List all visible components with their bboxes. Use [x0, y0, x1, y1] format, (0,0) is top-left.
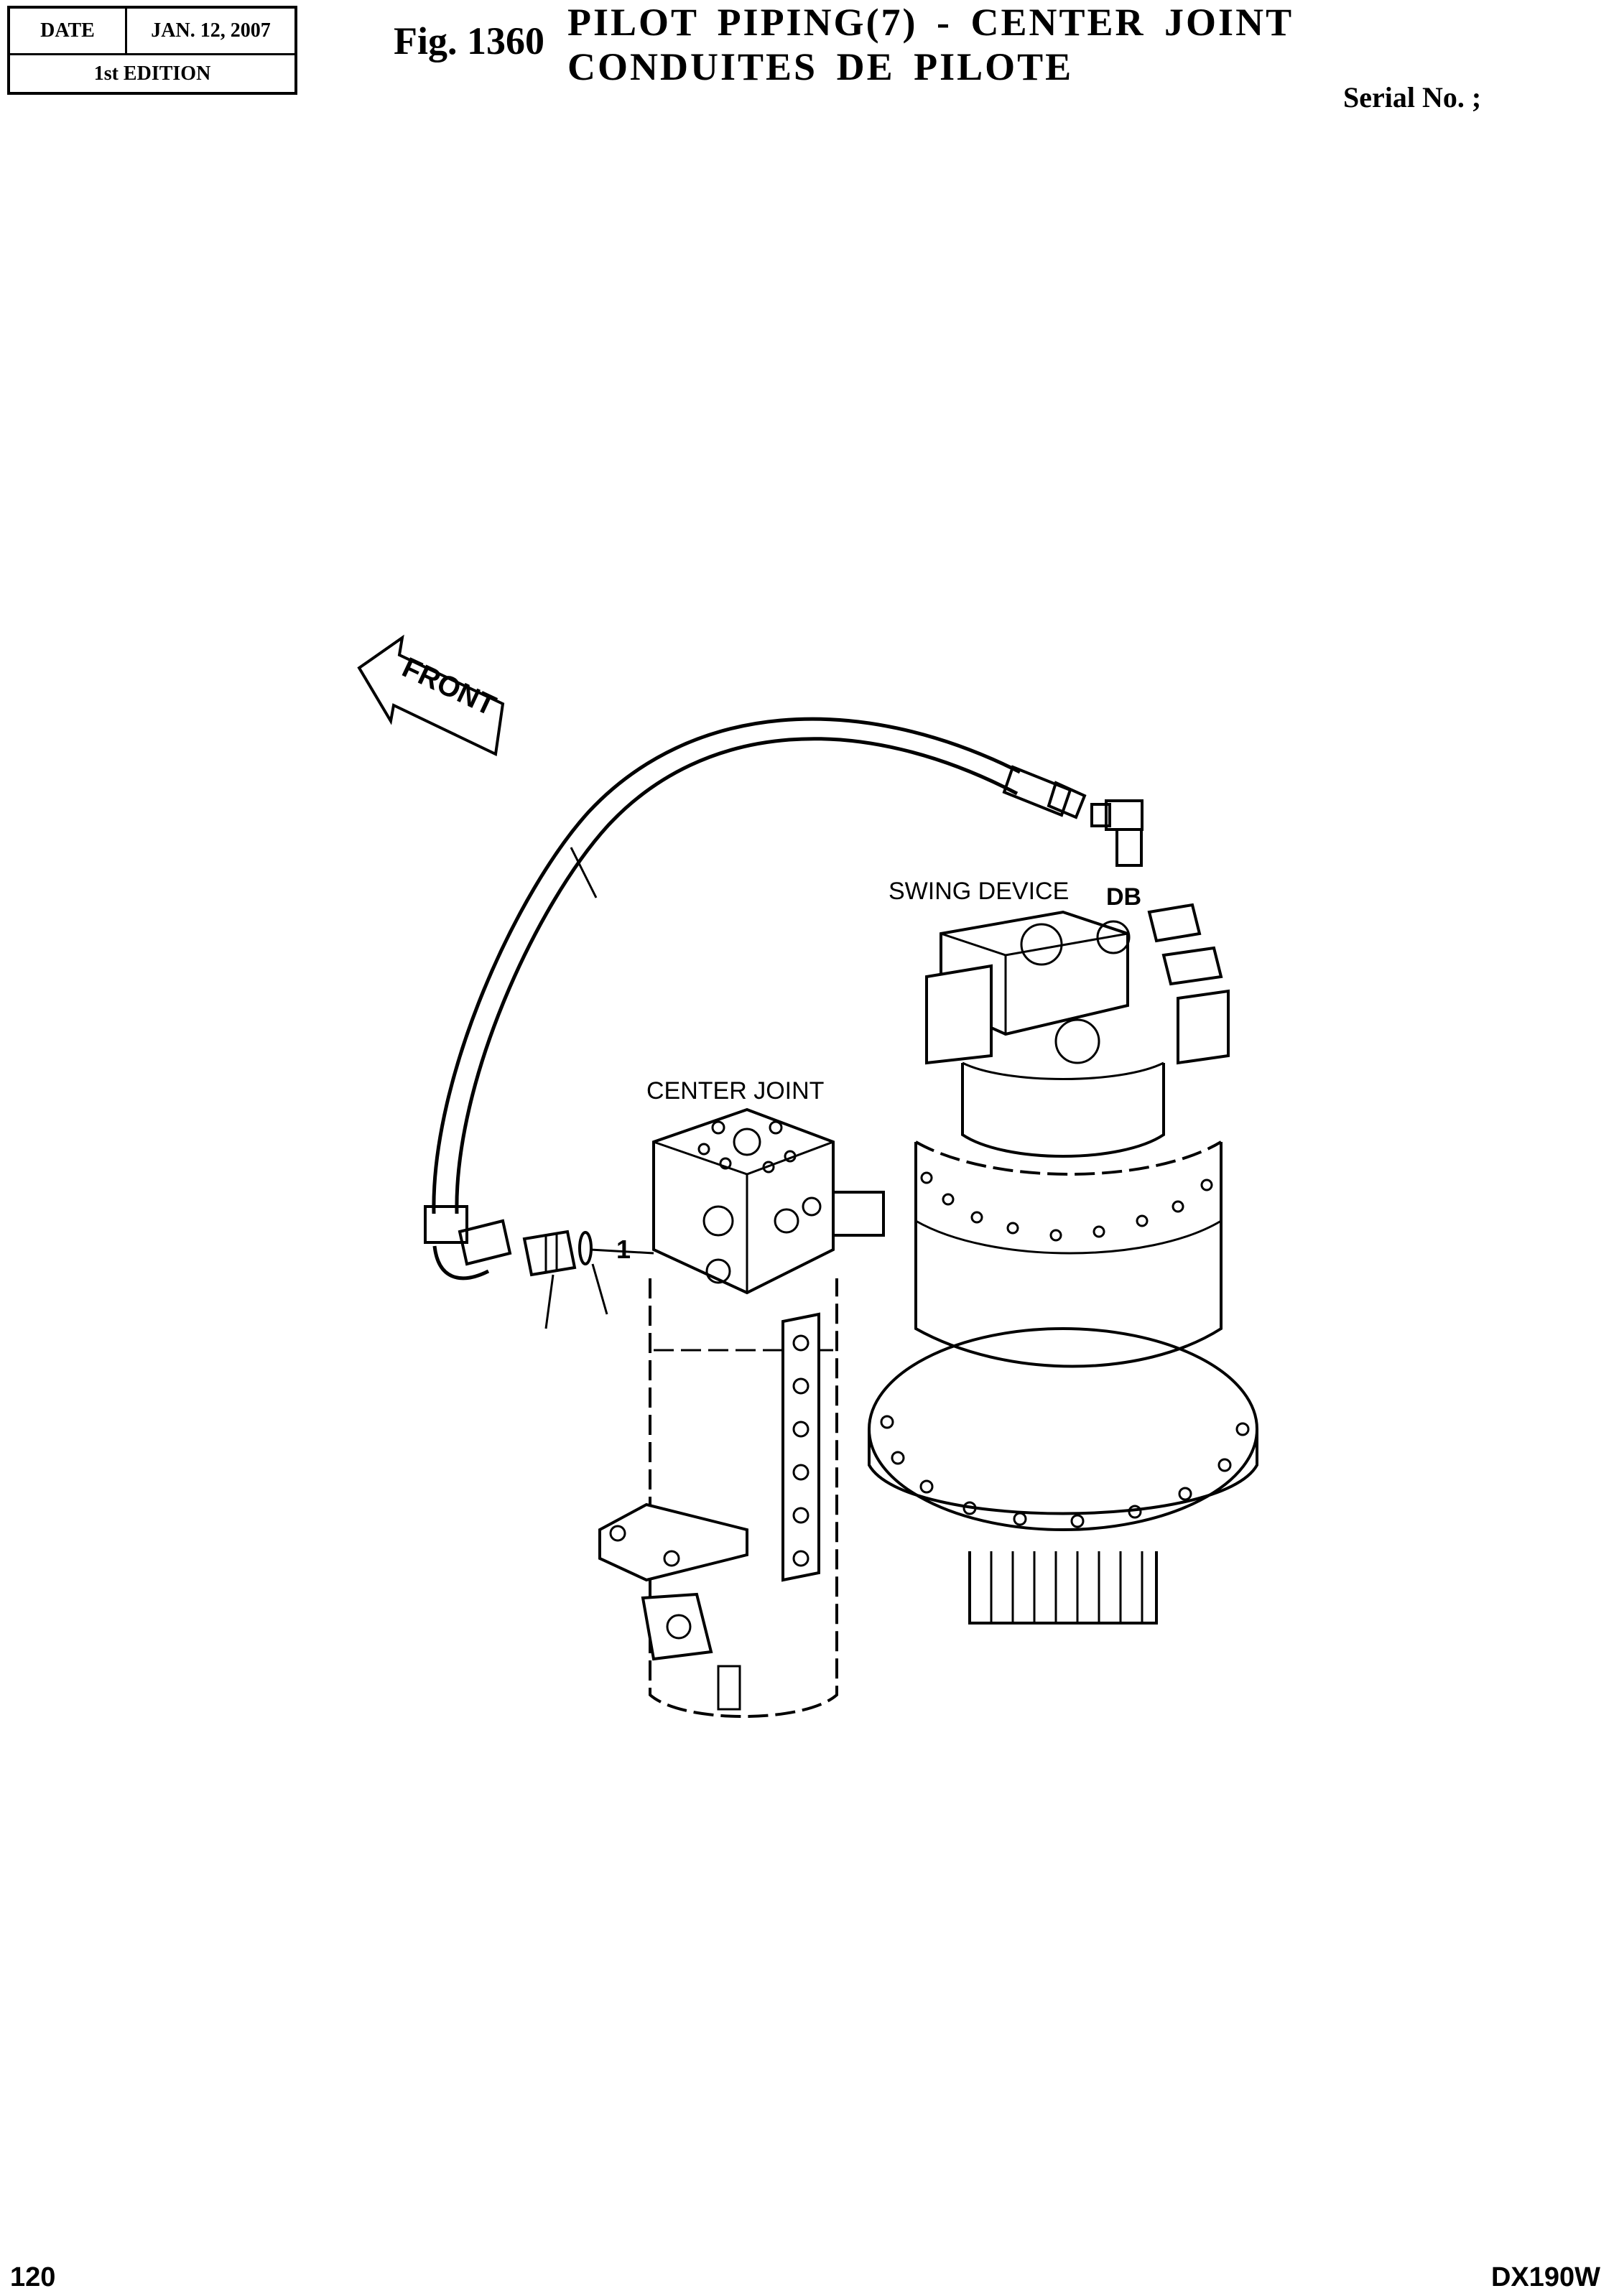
title-line-1: PILOT PIPING(7) - CENTER JOINT	[567, 1, 1294, 44]
title-line-2: CONDUITES DE PILOTE	[567, 45, 1074, 88]
header-info-box: DATE JAN. 12, 2007 1st EDITION	[7, 6, 297, 95]
figure-number: Fig. 1360	[394, 19, 544, 62]
center-joint: CENTER JOINT	[598, 1077, 885, 1718]
date-label: DATE	[10, 9, 127, 53]
pilot-hose	[424, 717, 1143, 1329]
front-arrow-icon: FRONT	[357, 634, 505, 756]
model-number: DX190W	[1490, 2262, 1600, 2292]
swing-device: SWING DEVICE DB	[868, 878, 1258, 1625]
swing-device-label: SWING DEVICE	[889, 878, 1069, 905]
db-label: DB	[1106, 883, 1141, 911]
page-number: 120	[10, 2262, 56, 2292]
serial-number: Serial No. ;	[1343, 81, 1482, 113]
callout-1: 1	[616, 1235, 631, 1264]
header-date-row: DATE JAN. 12, 2007	[10, 9, 294, 55]
center-joint-label: CENTER JOINT	[646, 1077, 824, 1105]
edition-label: 1st EDITION	[93, 62, 211, 85]
date-value: JAN. 12, 2007	[151, 19, 271, 42]
